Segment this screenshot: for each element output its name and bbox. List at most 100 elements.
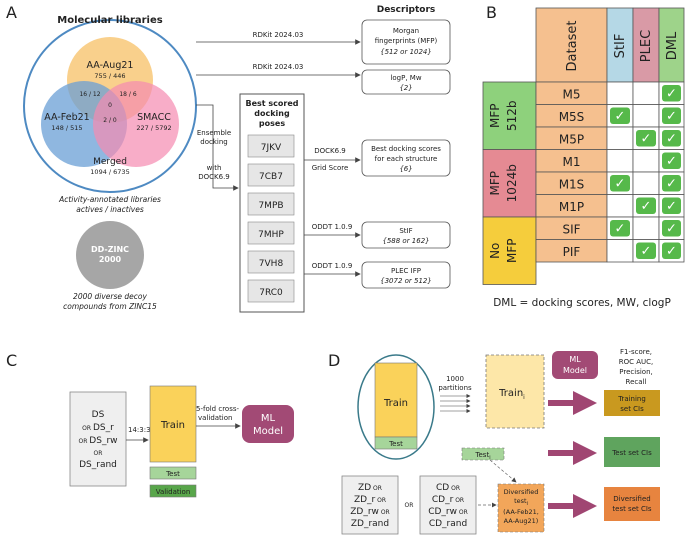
checkmark-icon: ✓ [641,244,652,259]
input-or: OR [94,450,103,457]
panel-label-d: D [328,351,340,370]
stif-box [361,221,451,249]
merged-counts: 1094 / 6735 [90,168,129,176]
logp-line-1: logP, Mw [390,74,421,82]
dml-check-box [662,152,681,169]
dd-zinc-count: 2000 [99,255,122,264]
diversified-line-1: Diversified [504,488,539,496]
checkmark-icon: ✓ [615,109,626,124]
stif-check-box [610,175,630,192]
group-label-line-1: MFP [488,104,502,129]
train-i-box [485,354,545,429]
header-dml-cell [658,7,685,83]
validation-label-c: Validation [156,488,191,496]
structure-label: 7CB7 [259,172,283,182]
train-label-d: Train [383,398,408,409]
input-datasets-box [69,391,127,487]
dataset-name: SIF [562,223,580,237]
metric-3: Precision, [619,368,652,376]
zd-box [341,475,399,535]
cd-box [419,475,477,535]
stif-check-box [610,107,630,124]
morgan-line-1: Morgan [393,27,419,35]
aa-aug21-counts: 755 / 446 [94,72,125,80]
cd-line-2: CD_r OR [432,495,464,505]
checkmark-icon: ✓ [641,199,652,214]
plec-check-box [636,130,656,147]
decoy-caption-2: compounds from ZINC15 [63,302,157,311]
ml-model-d-line-1: ML [569,355,581,364]
validation-box-c [149,484,197,498]
stif-line-2: {588 or 162} [382,237,429,245]
group-label-line-1: MFP [488,171,502,196]
dml-check-box [662,175,681,192]
test-label-c: Test [165,470,180,478]
plec-cell [632,81,660,105]
ml-model-d [552,351,598,379]
checkmark-icon: ✓ [615,177,626,192]
group-cell [482,216,537,285]
rdkit-label-1: RDKit 2024.03 [253,31,304,39]
decoy-caption-1: 2000 diverse decoy [73,292,147,301]
overlap-bc: 2 / 0 [103,117,117,124]
header-stif-cell [606,7,634,83]
group-cell [482,81,537,150]
structure-label: 7MPB [258,201,283,211]
arrow-to-docking [196,104,239,191]
cd-line-3: CD_rw OR [428,507,468,517]
plec-cell [632,104,660,128]
checkmark-icon: ✓ [666,132,677,147]
structure-label: 7VH8 [259,259,284,269]
input-ds-r: OR DS_r [82,423,114,433]
dml-check-box [662,107,681,124]
venn-diagram [23,19,197,193]
dml-footnote: DML = docking scores, MW, clogP [493,297,671,309]
test-i-label: Testi [474,451,490,461]
dml-check-box [662,220,681,237]
plec-check-box [636,242,656,259]
header-plec-label: PLEC [639,30,654,62]
dataset-name: M1 [563,155,581,169]
with-label-2: DOCK6.9 [198,173,230,181]
input-ds-rand: DS_rand [79,460,117,470]
logp-box [361,69,451,95]
dataset-name: M1S [559,178,585,192]
test-cis-box [604,437,660,467]
dml-check-box [662,197,681,214]
group-label-line-2: 512b [505,100,519,131]
checkmark-icon: ✓ [666,244,677,259]
dataset-name: M5 [563,88,581,102]
ml-model-c-line-2: Model [253,426,283,437]
zd-line-4: ZD_rand [351,519,389,529]
group-label-line-1: No [488,243,502,259]
stif-cell [606,126,634,150]
checkmark-icon: ✓ [666,154,677,169]
dataset-name: M5S [559,110,585,124]
dock-scores-line-1: Best docking scores [371,145,441,153]
cd-line-1: CD OR [436,483,460,493]
morgan-line-3: {512 or 1024} [380,48,432,56]
libraries-title: Molecular libraries [57,15,163,26]
structure-box [247,163,295,187]
structure-label: 7RC0 [259,288,283,298]
structure-box [247,221,295,245]
plec-cell [632,171,660,195]
dataset-name: M1P [559,200,584,214]
aa-feb21-counts: 148 / 515 [51,124,82,132]
cv-label-2: validation [198,414,232,422]
header-dml-label: DML [665,31,680,60]
dock-scores-line-2: for each structure [375,155,438,163]
group-label-line-2: MFP [505,239,519,264]
diversified-cis-box [604,487,660,521]
plec-cell [632,149,660,173]
descriptors-title: Descriptors [377,5,436,15]
plec-cell [632,216,660,240]
checkmark-icon: ✓ [615,222,626,237]
plec-line-2: {3072 or 512} [380,277,432,285]
checkmark-icon: ✓ [666,199,677,214]
dock-scores-box [361,139,451,177]
diversified-cis-line-1: Diversified [613,495,650,503]
training-cis-box [604,390,660,416]
morgan-line-2: fingerprints (MFP) [375,37,438,45]
